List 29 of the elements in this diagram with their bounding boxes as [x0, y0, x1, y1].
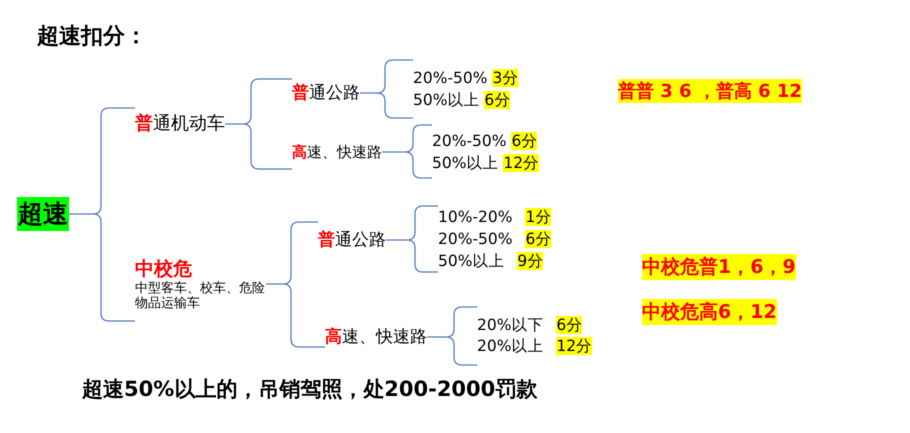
category-note: 中型客车、校车、危险物品运输车	[135, 281, 266, 311]
branch-label: 普通公路	[318, 229, 386, 251]
summary-note: 中校危普1，6，9	[642, 254, 796, 280]
penalty-line: 20%-50% 3分	[413, 68, 518, 89]
penalty-line: 20%-50% 6分	[438, 229, 552, 250]
branch-label: 高速、快速路	[325, 327, 427, 347]
branch-label: 高速、快速路	[292, 142, 382, 162]
brace	[68, 107, 136, 322]
penalty-line: 50%以上 9分	[438, 251, 544, 272]
penalty-line: 50%以上 6分	[413, 90, 510, 111]
brace	[224, 78, 293, 170]
title: 超速扣分：	[37, 23, 147, 51]
penalty-line: 20%以下 6分	[477, 315, 582, 336]
penalty-line: 50%以上 12分	[432, 152, 540, 174]
brace	[426, 306, 478, 366]
root-label: 超速	[17, 197, 69, 231]
brace	[265, 221, 326, 348]
summary-note: 中校危高6，12	[642, 299, 777, 325]
brace	[381, 124, 433, 179]
penalty-line: 20%以上 12分	[477, 336, 592, 357]
category-heading: 中校危	[135, 257, 192, 281]
brace	[359, 59, 414, 119]
branch-label: 普通机动车	[135, 112, 225, 136]
branch-label: 普通公路	[292, 82, 360, 104]
summary-note: 普普 3 6 ，普高 6 12	[618, 79, 802, 103]
penalty-line: 20%-50% 6分	[432, 130, 538, 152]
brace	[385, 205, 439, 273]
footnote: 超速50%以上的，吊销驾照，处200-2000罚款	[82, 376, 538, 403]
penalty-line: 10%-20% 1分	[438, 207, 552, 228]
